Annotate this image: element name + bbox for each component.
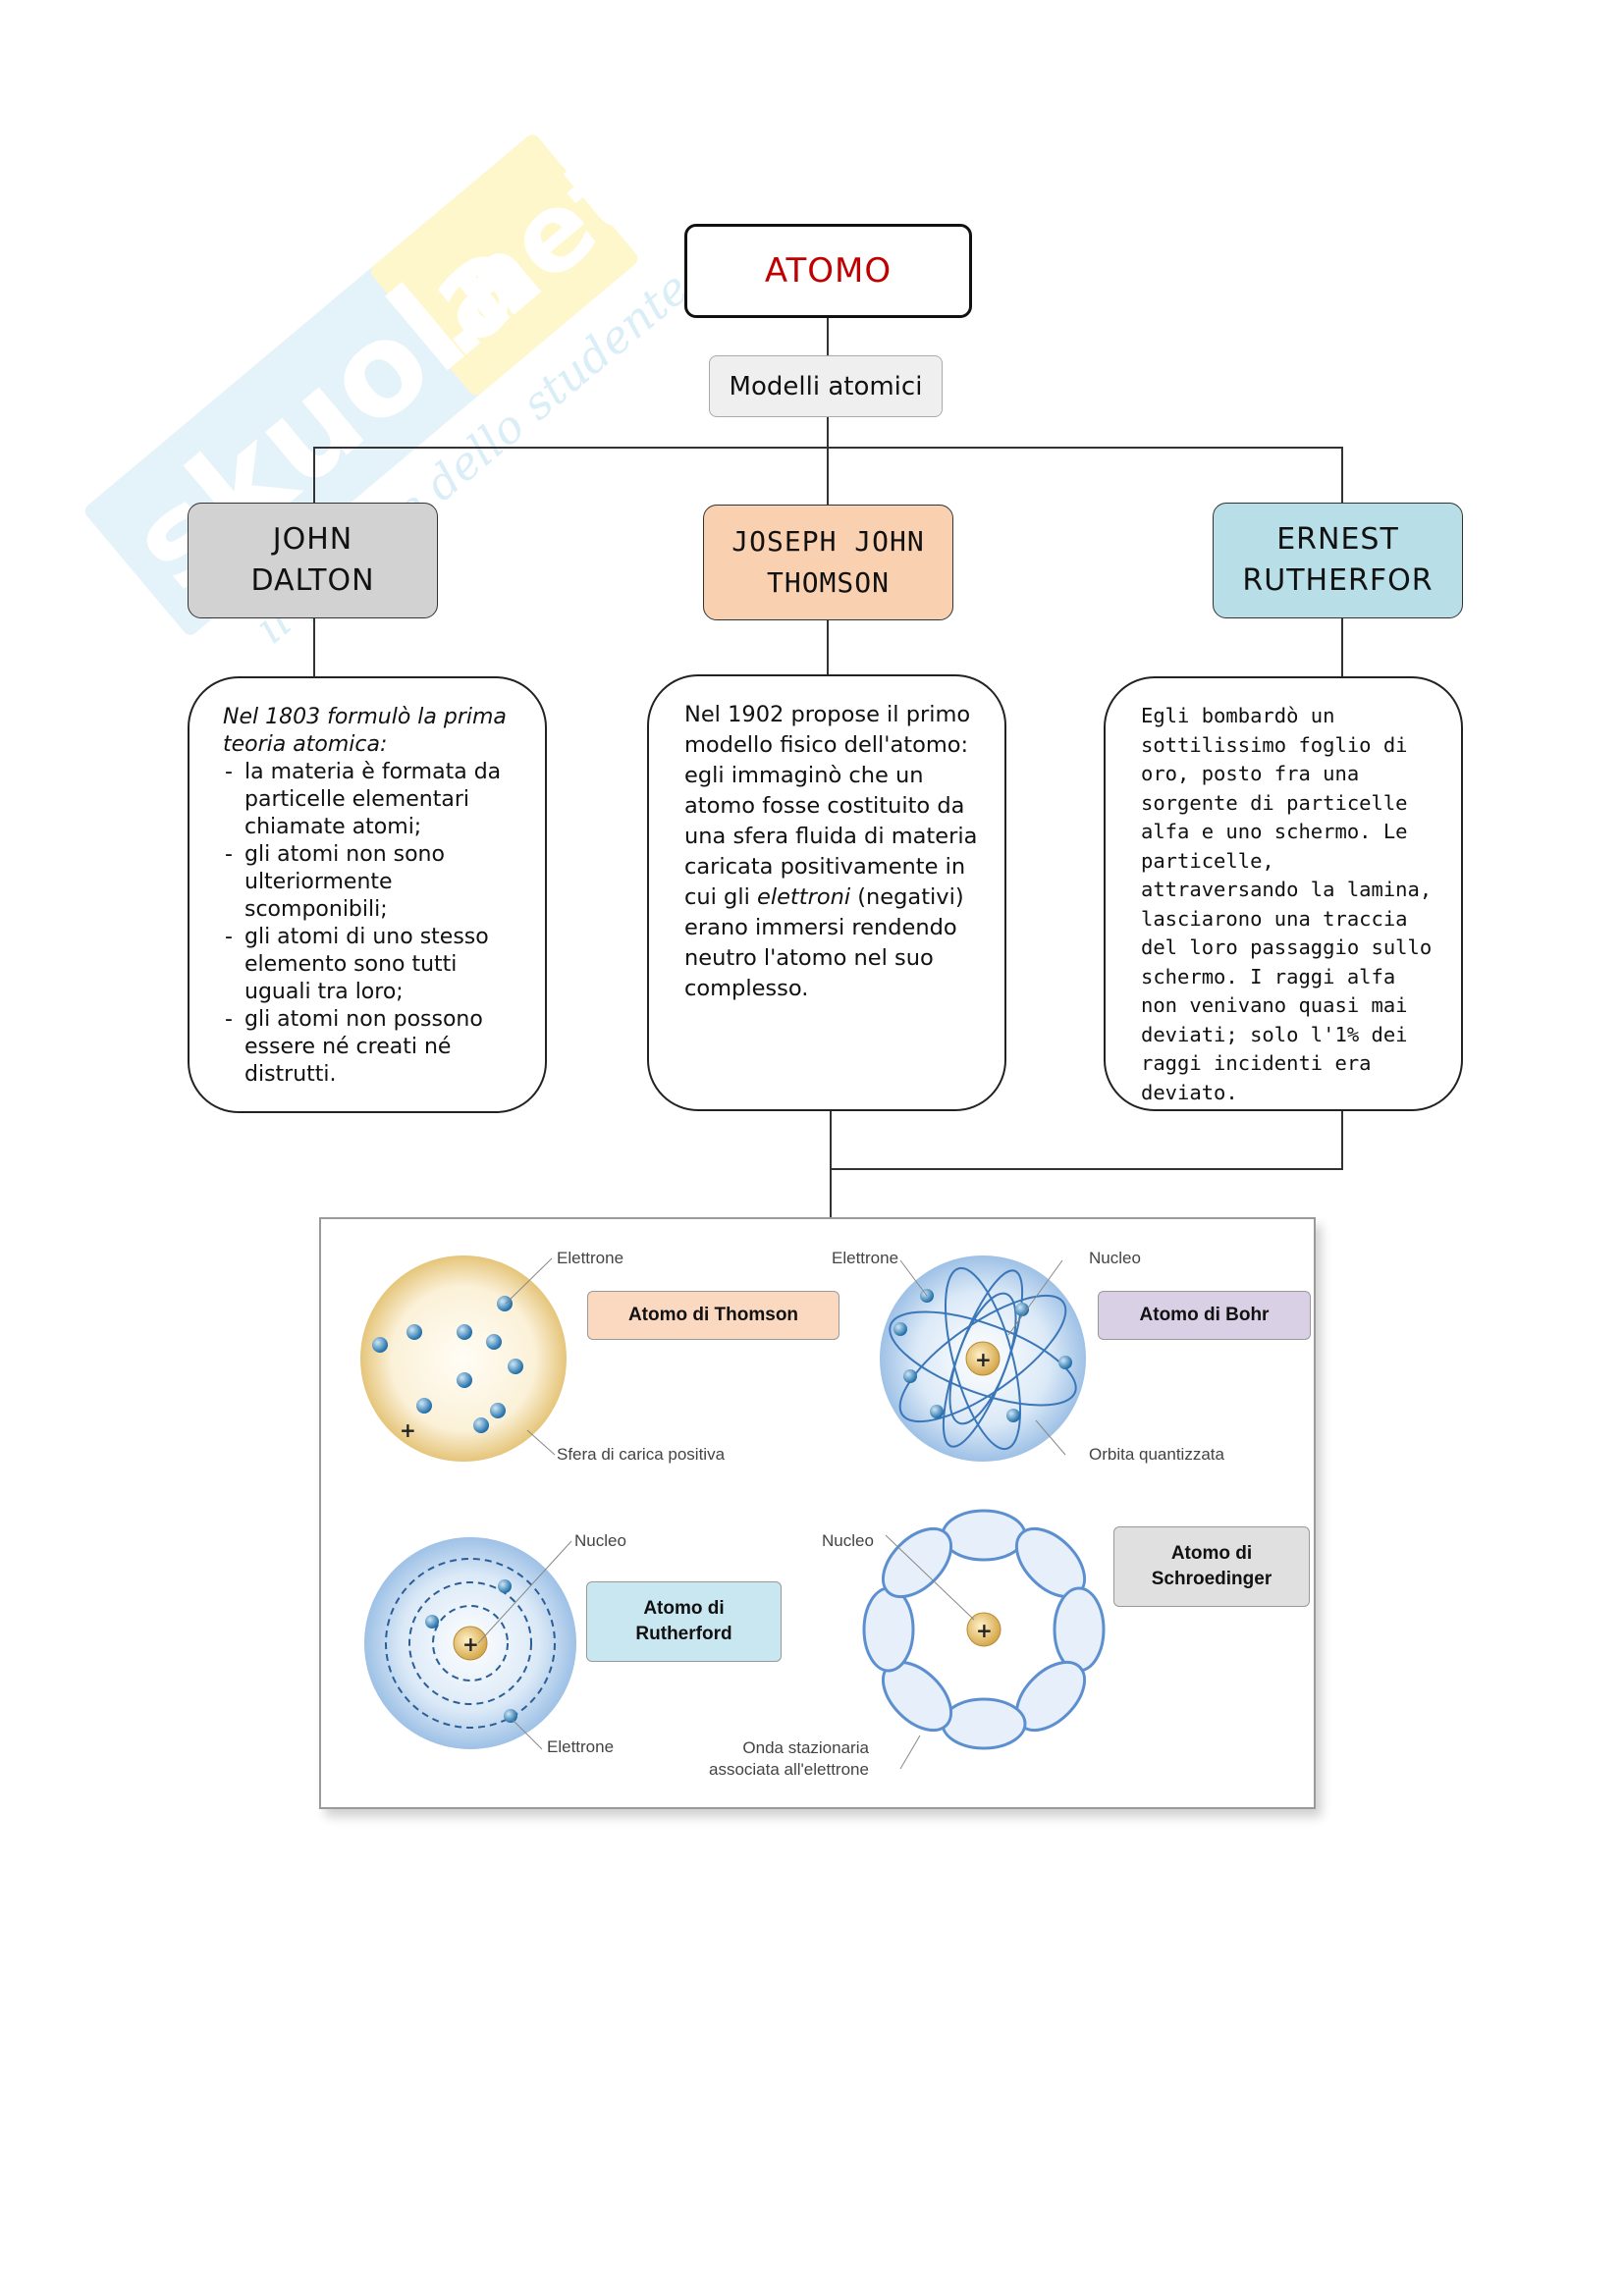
connector [313,447,315,503]
label-bohr-nucleus: Nucleo [1089,1249,1141,1267]
svg-text:+: + [400,1418,416,1442]
label-schroedinger-nucleus: Nucleo [822,1531,874,1550]
atomic-models-figure: + + [319,1217,1316,1809]
thomson-text-end: (negativi) erano immersi rendendo neutro… [684,884,964,1001]
connector [1341,618,1343,676]
thomson-text: Nel 1902 propose il primo modello fisico… [684,702,978,910]
list-item: gli atomi non possono essere né creati n… [223,1006,523,1089]
label-rutherford-nucleus: Nucleo [574,1531,626,1550]
connector [830,1111,832,1170]
dalton-description: Nel 1803 formulò la prima teoria atomica… [188,676,547,1113]
subtitle-node: Modelli atomici [709,355,943,417]
root-node-atomo: ATOMO [684,224,972,318]
rutherford-description: Egli bombardò un sottilissimo foglio di … [1104,676,1463,1111]
tag-rutherford: Atomo di Rutherford [586,1581,782,1662]
dalton-points: la materia è formata da particelle eleme… [223,759,523,1089]
node-label: JOHN DALTON [250,522,375,598]
svg-text:+: + [976,1619,993,1642]
thomson-italic: elettroni [756,884,851,910]
label-bohr-orbit: Orbita quantizzata [1089,1445,1224,1464]
thomson-description: Nel 1902 propose il primo modello fisico… [647,674,1006,1111]
connector [313,618,315,676]
connector [830,1168,1343,1170]
label-thomson-sphere: Sfera di carica positiva [557,1445,726,1464]
node-label: ERNEST RUTHERFOR [1242,522,1434,598]
tag-bohr: Atomo di Bohr [1098,1291,1311,1340]
connector [827,417,829,448]
thomson-atom: + [360,1255,567,1462]
connector [827,447,829,505]
rutherford-atom: + [364,1537,576,1750]
label-rutherford-electron: Elettrone [547,1737,615,1756]
label-thomson-electron: Elettrone [557,1249,624,1267]
tag-thomson: Atomo di Thomson [587,1291,839,1340]
connector [1341,1111,1343,1170]
list-item: gli atomi di uno stesso elemento sono tu… [223,924,523,1006]
node-label: JOSEPH JOHN THOMSON [731,525,925,599]
list-item: gli atomi non sono ulteriormente scompon… [223,841,523,924]
bohr-atom: + [880,1255,1086,1462]
node-dalton: JOHN DALTON [188,503,438,618]
node-thomson: JOSEPH JOHN THOMSON [703,505,953,620]
connector [827,318,829,355]
label-schroedinger-wave: Onda stazionaria associata all'elettrone [709,1738,869,1779]
list-item: la materia è formata da particelle eleme… [223,759,523,841]
connector [830,1168,832,1217]
label-bohr-electron: Elettrone [832,1249,899,1267]
schroedinger-atom: + [862,1509,1106,1770]
svg-text:+: + [975,1348,992,1371]
atomic-models-illustration: + + [360,1255,1106,1770]
connector [827,620,829,674]
dalton-intro: Nel 1803 formulò la prima teoria atomica… [223,705,507,757]
svg-text:+: + [462,1632,479,1656]
rutherford-text: Egli bombardò un sottilissimo foglio di … [1141,704,1433,1104]
connector [1341,447,1343,503]
svg-text:.net: .net [393,130,660,382]
node-rutherford: ERNEST RUTHERFOR [1213,503,1463,618]
tag-schroedinger: Atomo di Schroedinger [1113,1526,1310,1607]
watermark-logo: skuola .net il portale dello studente [84,130,699,654]
